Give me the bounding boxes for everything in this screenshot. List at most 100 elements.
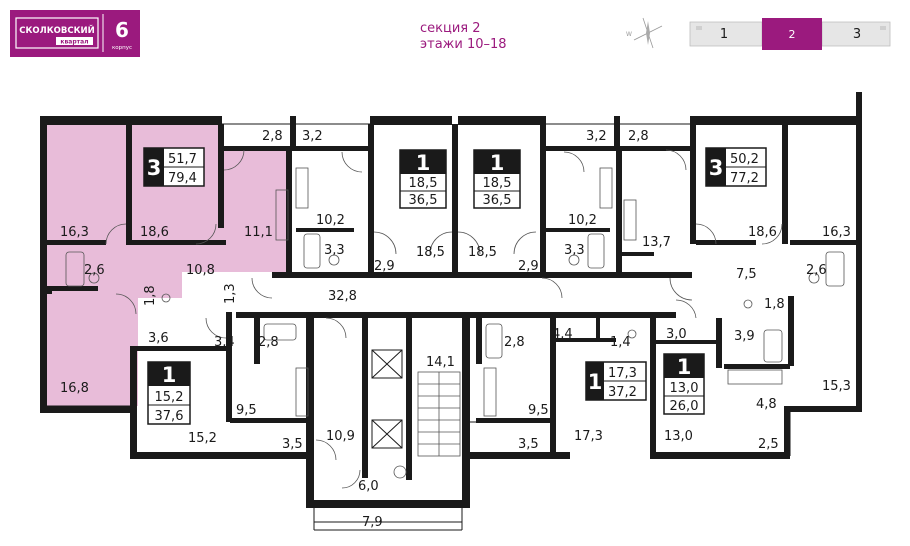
apartment-living-area: 17,3: [608, 366, 637, 381]
room-area: 1,3: [223, 283, 238, 304]
section-tab-3[interactable]: 3: [853, 27, 861, 42]
room-area: 13,7: [642, 235, 671, 250]
room-area: 18,6: [748, 225, 777, 240]
room-area: 10,2: [568, 213, 597, 228]
highlighted-apartment[interactable]: [46, 124, 290, 406]
room-area: 2,9: [518, 259, 539, 274]
apartment-rooms: 1: [416, 151, 431, 175]
room-area: 9,5: [528, 403, 549, 418]
logo-brand: СКОЛКОВСКИЙ: [19, 24, 95, 36]
apartment-box[interactable]: 1 15,2 37,6: [147, 361, 191, 425]
room-area: 14,1: [426, 355, 455, 370]
room-area: 6,0: [358, 479, 379, 494]
room-area: 3,0: [666, 327, 687, 342]
walls: [40, 92, 862, 508]
apartment-box[interactable]: 3 50,2 77,2: [705, 147, 767, 187]
apartment-rooms: 1: [162, 363, 177, 387]
room-area: 2,8: [258, 335, 279, 350]
apartment-box[interactable]: 1 17,3 37,2: [585, 361, 647, 401]
apartment-total-area: 36,5: [483, 193, 512, 208]
room-area: 7,5: [736, 267, 757, 282]
section-title: секция 2: [420, 21, 481, 36]
floor-range: этажи 10–18: [420, 37, 507, 52]
room-area: 1,8: [764, 297, 785, 312]
room-area: 17,3: [574, 429, 603, 444]
apartment-rooms: 1: [490, 151, 505, 175]
apartment-total-area: 79,4: [168, 171, 197, 186]
apartment-rooms: 1: [588, 370, 603, 394]
room-area: 3,4: [214, 335, 235, 350]
room-area: 3,3: [324, 243, 345, 258]
room-area: 16,8: [60, 381, 89, 396]
room-area: 16,3: [822, 225, 851, 240]
bath-fixtures: [65, 167, 845, 479]
section-tab-3-label: 3: [853, 27, 861, 42]
room-area: 11,1: [244, 225, 273, 240]
apartment-living-area: 18,5: [483, 176, 512, 191]
section-tab-1-label: 1: [720, 27, 728, 42]
room-area: 13,0: [664, 429, 693, 444]
corpus-number: 6: [115, 18, 129, 42]
corpus-label: корпус: [112, 45, 132, 51]
apartment-rooms: 3: [709, 156, 724, 180]
room-area: 3,9: [734, 329, 755, 344]
apartment-box[interactable]: 3 51,7 79,4: [143, 147, 205, 187]
room-area: 7,9: [362, 515, 383, 530]
apartment-box[interactable]: 1 13,0 26,0: [663, 353, 705, 415]
apartment-living-area: 13,0: [670, 381, 699, 396]
apartment-total-area: 37,2: [608, 385, 637, 400]
room-area: 4,4: [552, 327, 573, 342]
section-tab-2-label: 2: [789, 28, 796, 41]
room-area: 3,6: [148, 331, 169, 346]
room-area: 3,5: [282, 437, 303, 452]
room-area: 1,8: [143, 285, 158, 306]
compass-icon: W: [626, 17, 663, 49]
section-selector: 1 2 3: [689, 18, 891, 50]
section-tab-1[interactable]: 1: [720, 27, 728, 42]
apartment-rooms: 1: [677, 355, 692, 379]
apartment-living-area: 18,5: [409, 176, 438, 191]
room-area: 4,8: [756, 397, 777, 412]
room-area: 15,2: [188, 431, 217, 446]
apartment-living-area: 15,2: [155, 390, 184, 405]
room-area: 1,4: [610, 335, 631, 350]
room-area: 15,3: [822, 379, 851, 394]
apartment-living-area: 51,7: [168, 152, 197, 167]
room-area: 18,5: [416, 245, 445, 260]
logo: СКОЛКОВСКИЙ квартал 6 корпус: [10, 10, 140, 57]
apartment-total-area: 36,5: [409, 193, 438, 208]
room-area: 3,2: [586, 129, 607, 144]
staircase: [417, 371, 461, 457]
apartment-total-area: 77,2: [730, 171, 759, 186]
room-area: 10,8: [186, 263, 215, 278]
room-area: 3,5: [518, 437, 539, 452]
svg-text:W: W: [626, 31, 632, 38]
apartment-box[interactable]: 1 18,5 36,5: [473, 149, 521, 209]
room-labels: 16,3 18,6 2,8 11,1 3,2 10,2 3,3 2,9 18,5…: [60, 129, 851, 530]
room-area: 2,8: [504, 335, 525, 350]
apartment-box[interactable]: 1 18,5 36,5: [399, 149, 447, 209]
room-area: 10,9: [326, 429, 355, 444]
lift-shafts: [371, 349, 403, 449]
section-tab-2[interactable]: 2: [789, 28, 796, 41]
room-area: 2,6: [84, 263, 105, 278]
room-area: 18,6: [140, 225, 169, 240]
room-area: 2,6: [806, 263, 827, 278]
room-area: 32,8: [328, 289, 357, 304]
room-area: 2,5: [758, 437, 779, 452]
doors: [105, 149, 783, 489]
apartment-living-area: 50,2: [730, 152, 759, 167]
room-area: 3,2: [302, 129, 323, 144]
room-area: 10,2: [316, 213, 345, 228]
logo-sub: квартал: [60, 39, 88, 46]
room-area: 16,3: [60, 225, 89, 240]
room-area: 9,5: [236, 403, 257, 418]
apartment-total-area: 26,0: [670, 399, 699, 414]
room-area: 2,8: [628, 129, 649, 144]
apartment-total-area: 37,6: [155, 409, 184, 424]
room-area: 2,9: [374, 259, 395, 274]
room-area: 2,8: [262, 129, 283, 144]
room-area: 3,3: [564, 243, 585, 258]
window-lines: [46, 123, 791, 531]
